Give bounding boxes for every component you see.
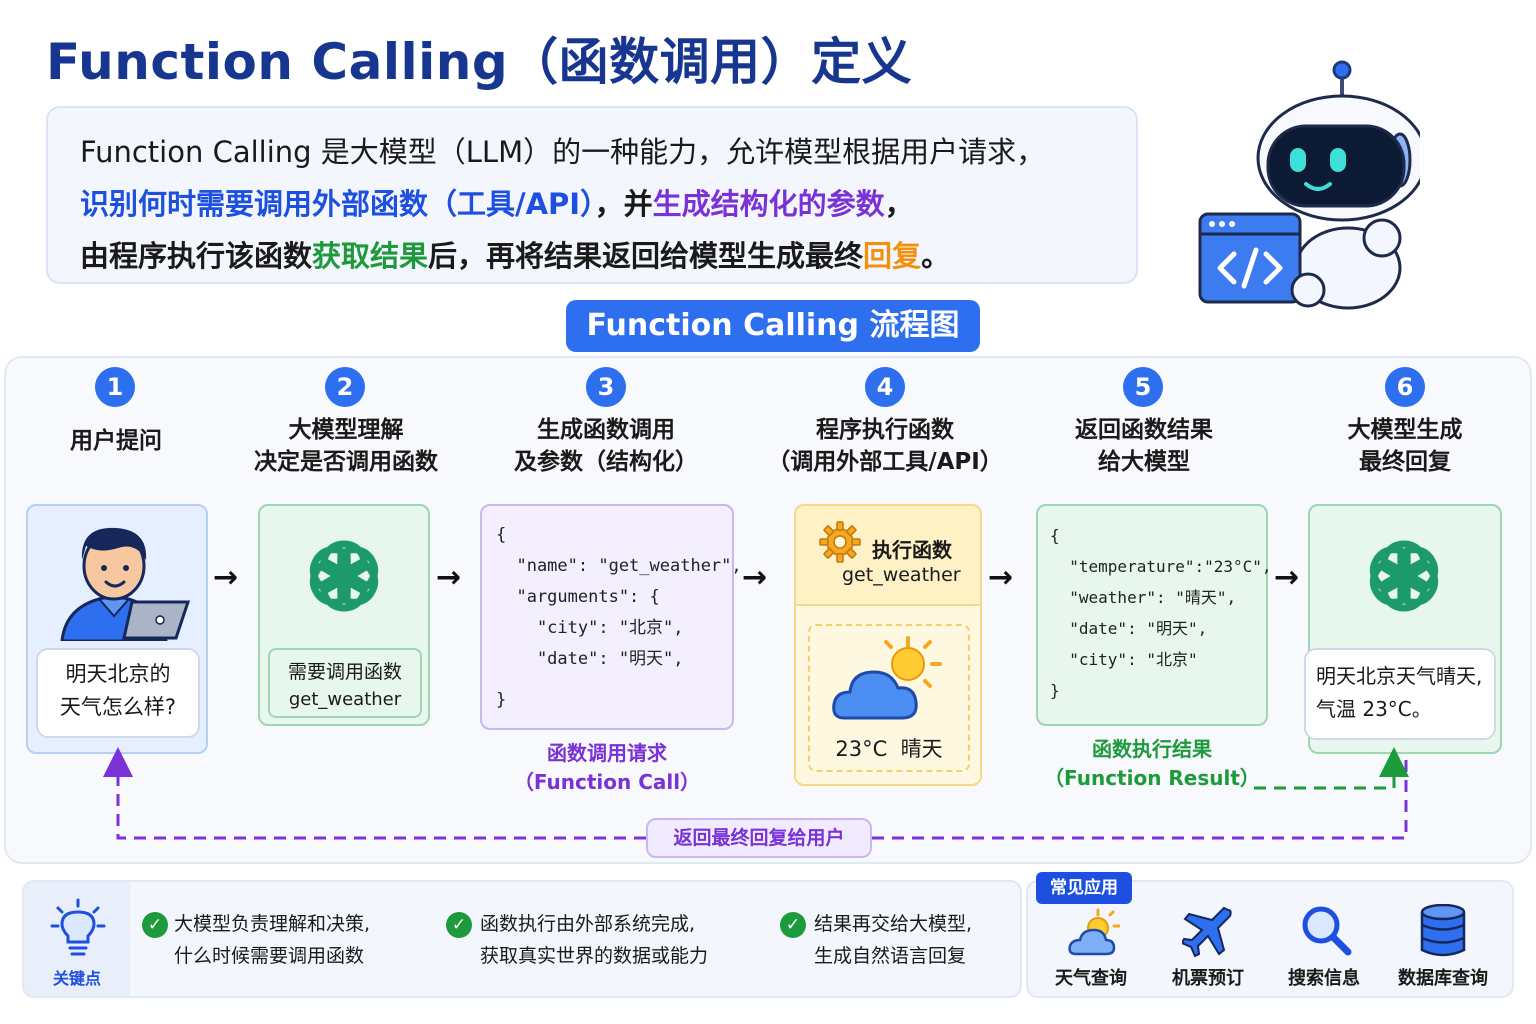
check-icon: ✓: [446, 912, 472, 938]
code-line: "name": "get_weather",: [496, 556, 742, 576]
key-point-line: 大模型负责理解和决策,: [174, 913, 371, 935]
execute-function-name: get_weather: [842, 564, 961, 586]
function-result-caption: （Function Result）: [1044, 766, 1260, 790]
key-point-line: 结果再交给大模型,: [814, 913, 973, 935]
step-label: 大模型理解: [288, 417, 404, 443]
key-points-label: 关键点: [52, 969, 101, 988]
step-label: 大模型生成: [1347, 417, 1463, 443]
step-label: 程序执行函数: [816, 417, 954, 443]
key-points-panel: [22, 880, 1022, 998]
step-label: 及参数（结构化）: [514, 449, 698, 475]
step-label: （调用外部工具/API）: [767, 449, 1003, 475]
step-label: 返回函数结果: [1075, 417, 1213, 443]
final-reply-line: 气温 23°C。: [1316, 697, 1432, 721]
return-to-user-label: 返回最终回复给用户: [646, 818, 872, 858]
definition-text: 。: [921, 239, 951, 273]
code-line: }: [1050, 681, 1060, 700]
code-line: "city": "北京": [1050, 650, 1198, 669]
code-line: [496, 675, 732, 685]
definition-line-1: Function Calling 是大模型（LLM）的一种能力，允许模型根据用户…: [80, 135, 1046, 169]
user-question-line: 明天北京的: [65, 662, 171, 686]
definition-line-2: 识别何时需要调用外部函数（工具/API），并生成结构化的参数，: [80, 178, 1104, 230]
code-line: "arguments": {: [496, 587, 660, 607]
code-line: "weather": "晴天",: [1050, 588, 1237, 607]
function-call-card: { "name": "get_weather", "arguments": { …: [480, 504, 742, 730]
key-point-line: 生成自然语言回复: [814, 945, 967, 967]
step-number: 6: [1385, 367, 1425, 407]
application-label: 数据库查询: [1398, 968, 1488, 989]
step-number: 5: [1123, 367, 1163, 407]
check-icon: ✓: [142, 912, 168, 938]
key-point-line: 获取真实世界的数据或能力: [480, 945, 709, 967]
weather-sunny-cloud-icon: [832, 636, 942, 720]
openai-logo-icon: [1369, 540, 1439, 612]
weather-icon: [1068, 908, 1120, 956]
openai-logo-icon: [309, 540, 379, 612]
model-decision-note: 需要调用函数 get_weather: [268, 648, 422, 718]
definition-text: 由程序执行该函数: [80, 239, 313, 273]
code-line: {: [496, 525, 507, 545]
code-line: "date": "明天",: [1050, 619, 1208, 638]
flow-arrow: →: [1274, 560, 1300, 595]
step-number: 1: [95, 367, 135, 407]
user-question-line: 天气怎么样?: [59, 695, 177, 719]
code-line: "city": "北京",: [496, 618, 684, 638]
function-call-caption: 函数调用请求: [547, 741, 667, 765]
code-line: "date": "明天",: [496, 649, 684, 669]
step-label: 决定是否调用函数: [254, 449, 438, 475]
code-line: }: [496, 690, 507, 710]
definition-highlight-result: 获取结果: [312, 239, 429, 273]
function-result-caption: 函数执行结果: [1092, 737, 1212, 761]
applications-label: 常见应用: [1036, 872, 1132, 904]
step-label: 给大模型: [1098, 449, 1190, 475]
code-line: "temperature":"23°C",: [1050, 557, 1272, 576]
definition-highlight-reply: 回复: [863, 239, 922, 273]
definition-text: 后，再将结果返回给模型生成最终: [428, 239, 864, 273]
search-icon: [1302, 906, 1352, 956]
step-label: 生成函数调用: [537, 417, 675, 443]
flow-arrow: →: [988, 560, 1014, 595]
key-point-line: 什么时候需要调用函数: [174, 945, 365, 967]
flow-arrow: →: [742, 560, 768, 595]
final-reply-bubble: 明天北京天气晴天, 气温 23°C。: [1304, 648, 1496, 740]
lightbulb-icon: [50, 898, 106, 956]
function-call-caption: （Function Call）: [513, 770, 701, 794]
definition-highlight-identify: 识别何时需要调用外部函数（工具/API）: [80, 187, 595, 221]
page-title: Function Calling（函数调用）定义: [46, 33, 913, 91]
flow-arrow: →: [436, 560, 462, 595]
function-result-card: { "temperature":"23°C", "weather": "晴天",…: [1036, 504, 1272, 726]
model-decision-line: 需要调用函数: [287, 661, 402, 683]
definition-text: ，: [884, 187, 914, 221]
application-label: 机票预订: [1172, 968, 1244, 989]
robot-icon: [1198, 60, 1420, 310]
definition-line-3: 由程序执行该函数获取结果后，再将结果返回给模型生成最终回复。: [80, 230, 1104, 282]
application-label: 搜索信息: [1288, 968, 1360, 989]
user-avatar-icon: [60, 527, 191, 641]
step-label: 用户提问: [70, 428, 162, 454]
model-decision-function: get_weather: [288, 689, 402, 710]
definition-highlight-params: 生成结构化的参数: [652, 187, 885, 221]
definition-box: Function Calling 是大模型（LLM）的一种能力，允许模型根据用户…: [46, 106, 1138, 284]
definition-text: ，并: [594, 187, 653, 221]
execute-title: 执行函数: [872, 538, 952, 562]
check-icon: ✓: [780, 912, 806, 938]
gear-icon: [819, 521, 861, 563]
final-reply-line: 明天北京天气晴天,: [1316, 664, 1483, 688]
step-label: 最终回复: [1359, 449, 1451, 475]
step-number: 4: [865, 367, 905, 407]
key-point-line: 函数执行由外部系统完成,: [480, 913, 696, 935]
database-icon: [1420, 904, 1466, 957]
user-question-bubble: 明天北京的 天气怎么样?: [36, 648, 200, 738]
code-line: {: [1050, 526, 1060, 545]
application-label: 天气查询: [1055, 968, 1127, 989]
step-number: 2: [325, 367, 365, 407]
step-number: 3: [586, 367, 626, 407]
airplane-icon: [1182, 906, 1232, 958]
flow-title: Function Calling 流程图: [566, 300, 980, 352]
flow-arrow: →: [213, 560, 239, 595]
execute-result: 23°C 晴天: [835, 737, 943, 761]
